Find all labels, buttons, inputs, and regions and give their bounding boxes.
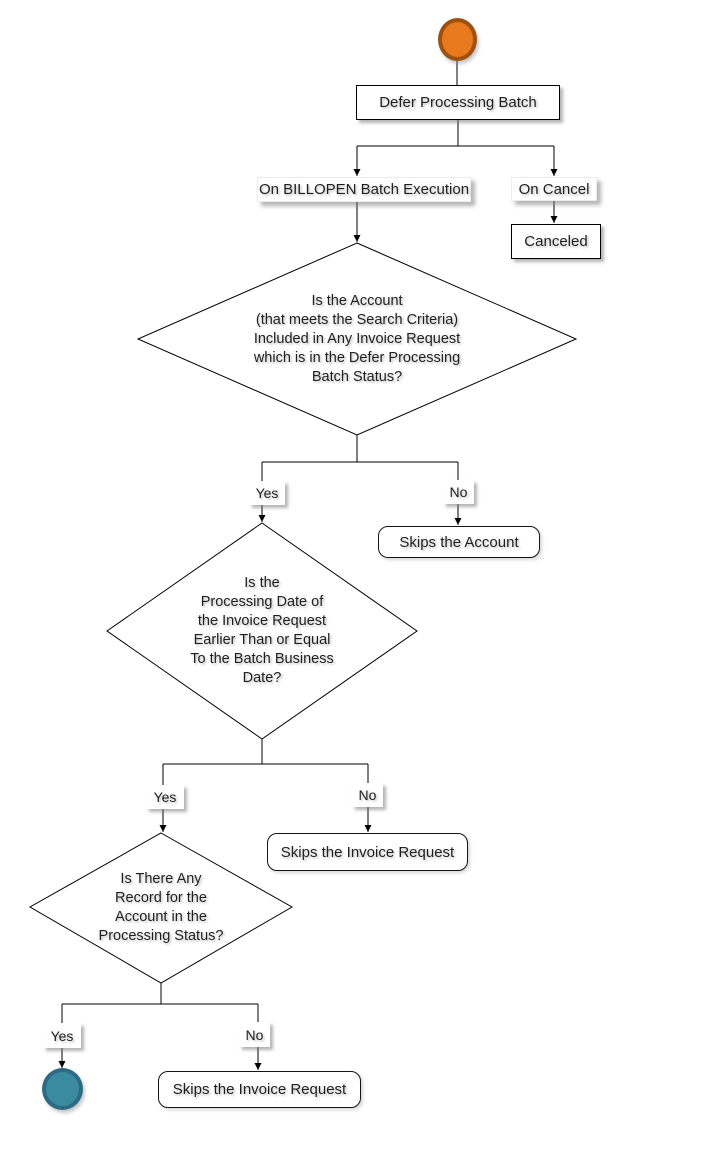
branch-label-no-3: No	[239, 1022, 270, 1047]
yes-label: Yes	[255, 485, 279, 501]
decision-text-line: Date?	[242, 670, 282, 686]
terminal-skips-the-invoice-request-2: Skips the Invoice Request	[158, 1071, 361, 1108]
decision-text-line: Is the Account	[311, 293, 403, 309]
branch-label-yes-1: Yes	[249, 481, 285, 505]
decision3-text: Is There Any Record for the Account in t…	[73, 870, 249, 946]
activity-label: Defer Processing Batch	[379, 94, 537, 111]
event-label: On BILLOPEN Batch Execution	[258, 181, 470, 198]
decision-text-line: Account in the	[115, 909, 207, 925]
decision-text-line: the Invoice Request	[197, 613, 327, 629]
decision1-text: Is the Account (that meets the Search Cr…	[227, 292, 487, 387]
no-label: No	[358, 787, 377, 803]
decision-text-line: To the Batch Business	[190, 651, 334, 667]
event-on-billopen-batch-execution: On BILLOPEN Batch Execution	[257, 177, 471, 202]
decision-text-line: Processing Date of	[200, 594, 324, 610]
no-label: No	[449, 484, 468, 500]
decision-text-line: Is the	[244, 575, 280, 591]
decision-text-line: which is in the Defer Processing	[253, 350, 461, 366]
branch-label-yes-3: Yes	[43, 1023, 81, 1048]
terminal-skips-the-invoice-request-1: Skips the Invoice Request	[267, 833, 468, 871]
decision2-text: Is the Processing Date of the Invoice Re…	[172, 574, 352, 688]
branch-label-yes-2: Yes	[146, 785, 184, 809]
decision-text-line: Processing Status?	[98, 928, 224, 944]
terminal-label: Skips the Invoice Request	[280, 843, 455, 861]
event-label: On Cancel	[518, 180, 590, 198]
decision-text-line: Earlier Than or Equal	[193, 632, 331, 648]
event-on-cancel: On Cancel	[511, 177, 597, 201]
terminal-label: Skips the Account	[399, 533, 519, 551]
yes-label: Yes	[50, 1027, 74, 1044]
end-node	[42, 1068, 83, 1110]
branch-label-no-2: No	[352, 783, 383, 807]
activity-defer-processing-batch: Defer Processing Batch	[356, 85, 560, 120]
decision-text-line: (that meets the Search Criteria)	[255, 312, 459, 328]
decision-text-line: Batch Status?	[311, 369, 403, 385]
state-canceled: Canceled	[511, 224, 601, 259]
no-label: No	[245, 1026, 264, 1043]
decision-text-line: Included in Any Invoice Request	[253, 331, 461, 347]
yes-label: Yes	[153, 789, 177, 805]
decision-text-line: Is There Any	[120, 871, 202, 887]
state-label: Canceled	[524, 233, 588, 250]
terminal-skips-the-account: Skips the Account	[378, 526, 540, 558]
terminal-label: Skips the Invoice Request	[172, 1081, 347, 1098]
decision-text-line: Record for the	[115, 890, 207, 906]
start-node	[438, 18, 477, 61]
branch-label-no-1: No	[443, 480, 474, 504]
